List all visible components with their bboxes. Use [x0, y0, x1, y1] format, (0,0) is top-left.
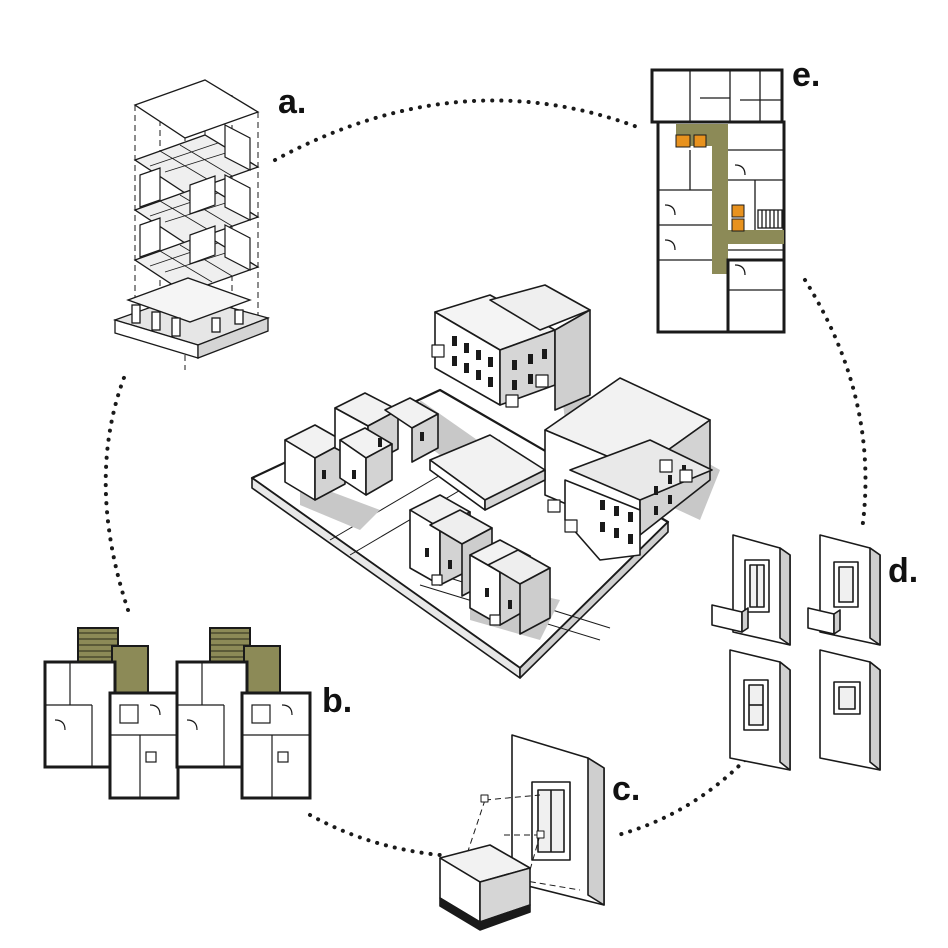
window-panel-3: [729, 649, 791, 771]
dotted-arc-a-to-e: [273, 98, 642, 162]
dotted-arc-d-to-c: [616, 758, 747, 837]
window-panel-1: [711, 534, 791, 646]
label-b: b.: [322, 682, 352, 720]
dotted-arc-b-to-a: [103, 373, 130, 612]
exploded-structure-axonometric: [112, 79, 271, 370]
window-modules-d: [711, 534, 881, 771]
label-e: e.: [792, 56, 820, 94]
window-panel-4: [819, 649, 881, 771]
floor-plan-e: [650, 68, 786, 334]
dotted-arc-e-to-d: [803, 278, 868, 532]
twin-floor-plans-b: [43, 627, 312, 800]
floor-plan-b-left: [43, 627, 180, 800]
label-a: a.: [278, 83, 306, 121]
dotted-arc-c-to-b: [308, 813, 442, 857]
window-panel-2: [807, 534, 881, 646]
dotted-cycle-path: [103, 98, 868, 857]
site-model-axonometric: [250, 284, 720, 679]
floor-plan-b-right: [175, 627, 312, 800]
window-balcony-detail-c: [439, 734, 605, 931]
label-c: c.: [612, 770, 640, 808]
label-d: d.: [888, 552, 918, 590]
